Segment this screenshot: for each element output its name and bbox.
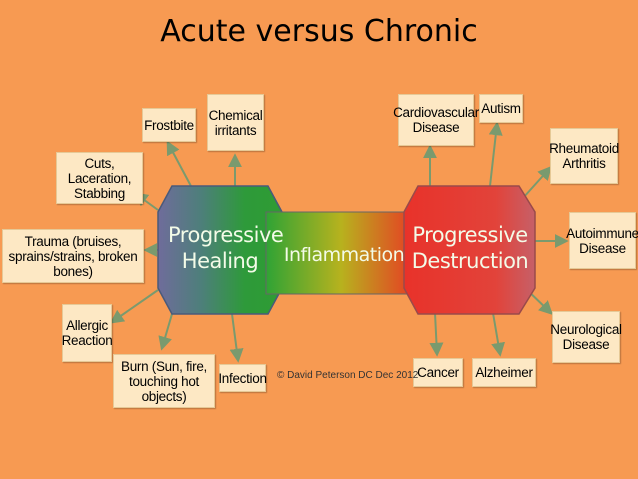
arrow-rheumatoid: [522, 165, 552, 199]
inflammation-label: Inflammation: [283, 244, 405, 266]
arrow-infection: [229, 313, 244, 363]
rheumatoid-box: Rheumatoid Arthritis: [549, 128, 619, 184]
arrow-burn: [158, 313, 173, 351]
arrow-cancer: [429, 312, 444, 357]
cancer-box: Cancer: [413, 358, 463, 387]
trauma-box: Trauma (bruises, sprains/strains, broken…: [2, 229, 144, 283]
infection-box: Infection: [218, 364, 267, 392]
destruction-label: Progressive Destruction: [411, 223, 529, 273]
burn-box: Burn (Sun, fire, touching hot objects): [113, 354, 215, 408]
cardiovascular-box: Cardiovascular Disease: [393, 94, 479, 146]
inflammation-band: [265, 211, 417, 295]
healing-label: Progressive Healing: [168, 223, 284, 273]
destruction-shape: [403, 185, 536, 315]
autoimmune-box: Autoimmune Disease: [566, 212, 638, 269]
copyright-note: © David Peterson DC Dec 2012: [277, 370, 419, 381]
alzheimer-box: Alzheimer: [472, 358, 536, 387]
page-title: Acute versus Chronic: [160, 14, 478, 49]
arrow-frostbite: [166, 140, 193, 189]
allergic-reaction-box: Allergic Reaction: [62, 304, 113, 362]
arrow-allergic: [109, 289, 159, 324]
autism-box: Autism: [479, 94, 523, 123]
chemical-irritants-box: Chemical irritants: [207, 94, 264, 151]
cuts-box: Cuts, Laceration, Stabbing: [56, 152, 143, 204]
frostbite-box: Frostbite: [142, 108, 196, 142]
arrow-alzheimer: [491, 312, 506, 357]
arrow-autism: [488, 121, 503, 187]
healing-shape: [157, 185, 283, 315]
neurological-box: Neurological Disease: [550, 311, 622, 363]
